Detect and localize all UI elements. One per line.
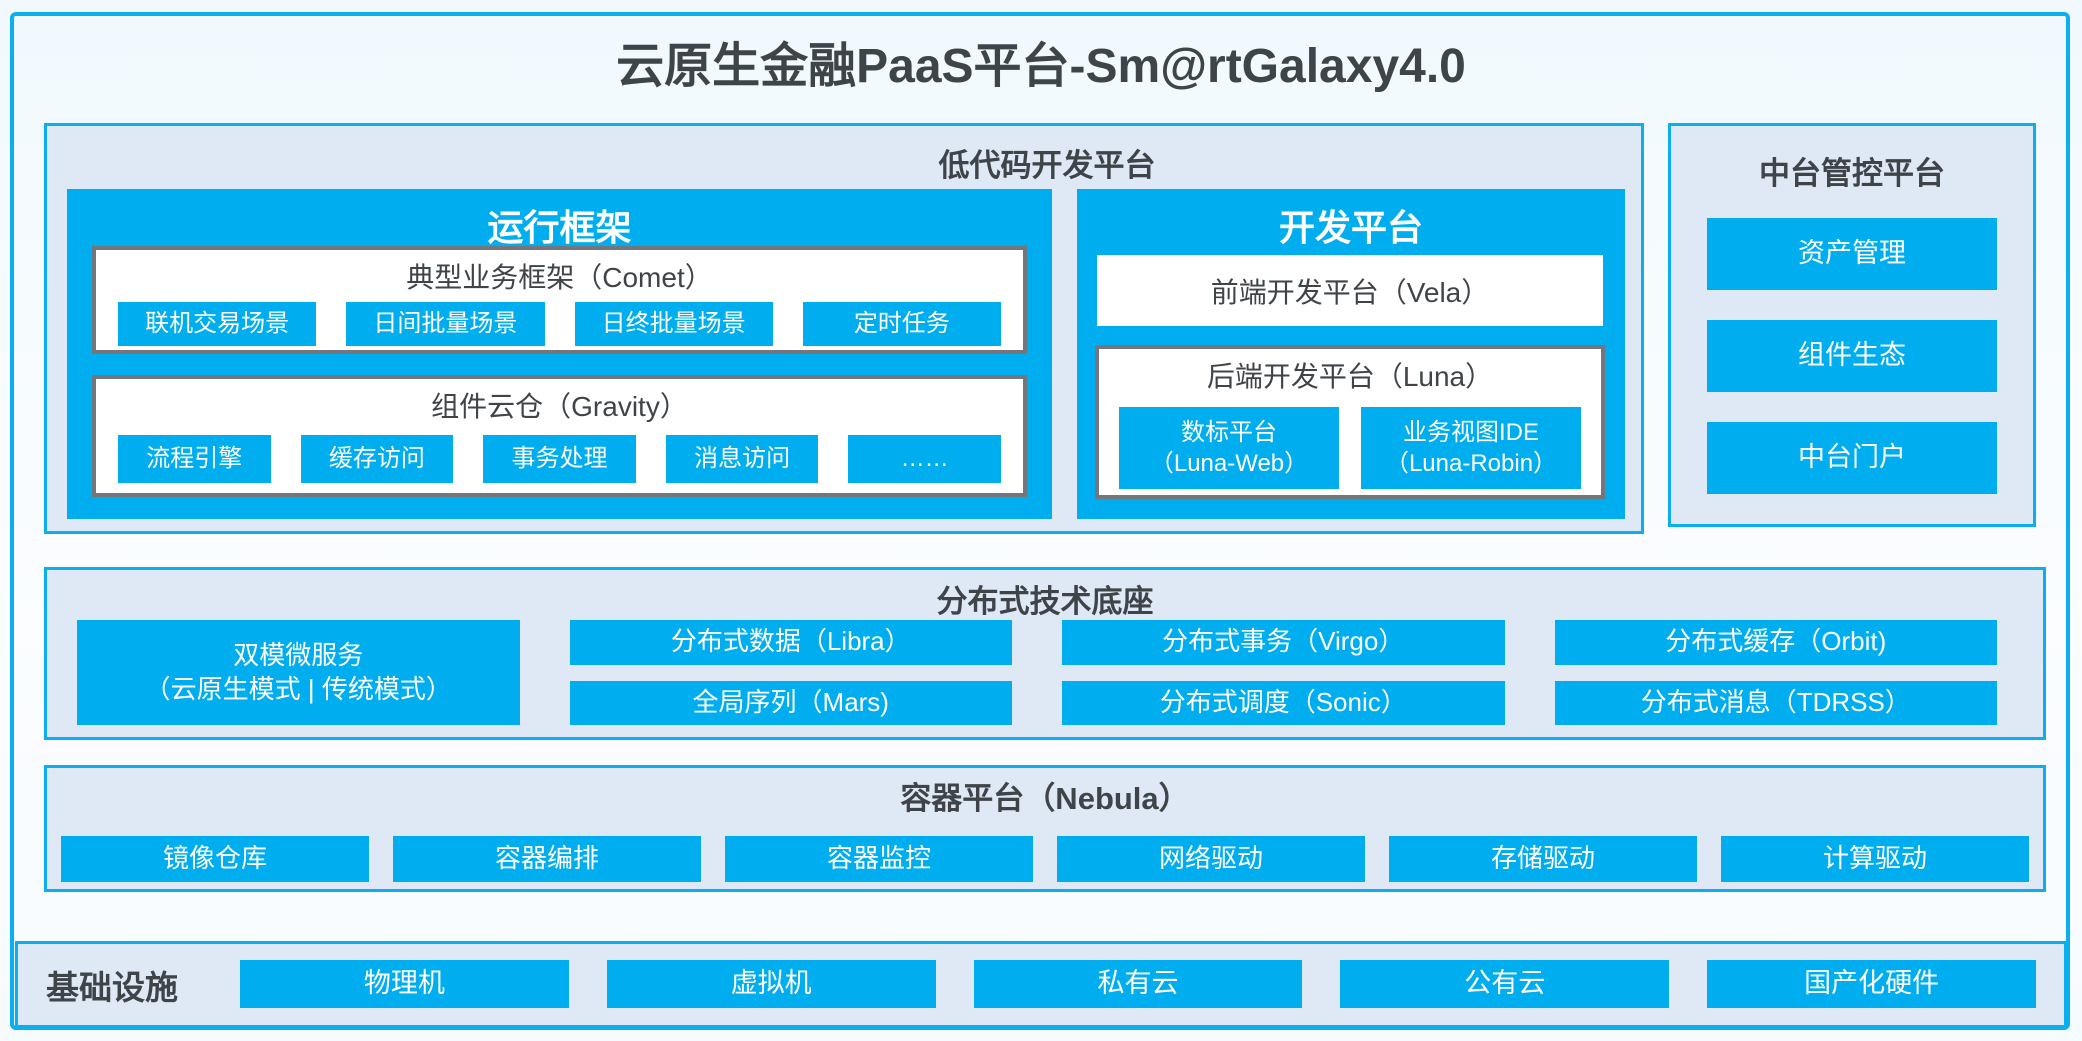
chip-luna-robin-line1: 业务视图IDE <box>1402 418 1539 446</box>
mid-platform-chip-column: 资产管理 组件生态 中台门户 <box>1707 218 1997 494</box>
chip-public-cloud: 公有云 <box>1340 960 1670 1008</box>
section-title-container-platform: 容器平台（Nebula） <box>900 781 1190 816</box>
chip-scheduled-task: 定时任务 <box>802 302 1001 346</box>
container-chip-row: 镜像仓库 容器编排 容器监控 网络驱动 存储驱动 计算驱动 <box>61 836 2029 882</box>
chip-compute-driver: 计算驱动 <box>1721 836 2029 882</box>
chip-ellipsis-more: …… <box>848 435 1001 483</box>
chip-distributed-scheduling-sonic: 分布式调度（Sonic） <box>1062 680 1505 725</box>
section-container-platform: 容器平台（Nebula） 镜像仓库 容器编排 容器监控 网络驱动 存储驱动 计算… <box>44 765 2046 892</box>
chip-online-transaction-scenario: 联机交易场景 <box>118 302 317 346</box>
section-title-mid-platform: 中台管控平台 <box>1759 156 1945 191</box>
section-mid-platform-control: 中台管控平台 资产管理 组件生态 中台门户 <box>1668 123 2036 527</box>
chip-transaction-processing: 事务处理 <box>483 435 636 483</box>
luna-chip-row: 数标平台 （Luna-Web） 业务视图IDE （Luna-Robin） <box>1119 407 1581 489</box>
group-title-gravity: 组件云仓（Gravity） <box>431 391 688 422</box>
section-distributed-base: 分布式技术底座 双模微服务 （云原生模式 | 传统模式） 分布式数据（Libra… <box>44 567 2046 740</box>
chip-eod-batch-scenario: 日终批量场景 <box>574 302 773 346</box>
chip-distributed-message-tdrss: 分布式消息（TDRSS） <box>1554 680 1997 725</box>
chip-cache-access: 缓存访问 <box>300 435 454 483</box>
panel-dev-platform: 开发平台 前端开发平台（Vela） 后端开发平台（Luna） 数标平台 （Lun… <box>1077 189 1625 519</box>
comet-chip-row: 联机交易场景 日间批量场景 日终批量场景 定时任务 <box>118 302 1001 346</box>
chip-mid-platform-portal: 中台门户 <box>1707 422 1997 494</box>
chip-private-cloud: 私有云 <box>973 960 1303 1008</box>
chip-global-sequence-mars: 全局序列（Mars) <box>569 680 1012 725</box>
panel-runtime-framework: 运行框架 典型业务框架（Comet） 联机交易场景 日间批量场景 日终批量场景 … <box>67 189 1052 519</box>
chip-dual-mode-microservices: 双模微服务 （云原生模式 | 传统模式） <box>77 620 520 725</box>
chip-luna-web-data-platform: 数标平台 （Luna-Web） <box>1119 407 1339 489</box>
chip-dual-mode-line2: （云原生模式 | 传统模式） <box>144 673 452 704</box>
distributed-col-3: 分布式事务（Virgo） 分布式调度（Sonic） <box>1062 620 1505 725</box>
chip-component-ecosystem: 组件生态 <box>1707 320 1997 392</box>
page-title: 云原生金融PaaS平台-Sm@rtGalaxy4.0 <box>616 40 1466 93</box>
chip-network-driver: 网络驱动 <box>1057 836 1365 882</box>
chip-luna-robin-line2: （Luna-Robin） <box>1384 450 1558 477</box>
distributed-col-2: 分布式数据（Libra） 全局序列（Mars) <box>569 620 1012 725</box>
group-comet-framework: 典型业务框架（Comet） 联机交易场景 日间批量场景 日终批量场景 定时任务 <box>92 246 1027 354</box>
section-title-low-code: 低代码开发平台 <box>938 148 1156 183</box>
gravity-chip-row: 流程引擎 缓存访问 事务处理 消息访问 …… <box>118 435 1001 483</box>
section-title-distributed: 分布式技术底座 <box>936 584 1154 619</box>
chip-luna-web-line2: （Luna-Web） <box>1149 450 1309 477</box>
group-title-comet: 典型业务框架（Comet） <box>406 262 713 293</box>
distributed-col-dual-mode: 双模微服务 （云原生模式 | 传统模式） <box>77 620 520 725</box>
distributed-grid: 双模微服务 （云原生模式 | 传统模式） 分布式数据（Libra） 全局序列（M… <box>77 620 1997 725</box>
chip-container-monitoring: 容器监控 <box>725 836 1033 882</box>
chip-luna-web-line1: 数标平台 <box>1181 418 1277 446</box>
section-low-code-platform: 低代码开发平台 运行框架 典型业务框架（Comet） 联机交易场景 日间批量场景… <box>44 123 1644 534</box>
infrastructure-label: 基础设施 <box>46 968 178 1006</box>
chip-virtual-machine: 虚拟机 <box>606 960 936 1008</box>
chip-physical-machine: 物理机 <box>240 960 569 1008</box>
chip-message-access: 消息访问 <box>665 435 819 483</box>
panel-title-dev: 开发平台 <box>1278 207 1423 248</box>
section-infrastructure: 基础设施 物理机 虚拟机 私有云 公有云 国产化硬件 <box>15 941 2067 1028</box>
chip-domestic-hardware: 国产化硬件 <box>1707 960 2036 1008</box>
chip-vela-frontend-platform: 前端开发平台（Vela） <box>1097 255 1603 326</box>
infrastructure-chip-row: 物理机 虚拟机 私有云 公有云 国产化硬件 <box>240 960 2036 1008</box>
group-title-luna: 后端开发平台（Luna） <box>1206 361 1494 392</box>
distributed-col-4: 分布式缓存（Orbit) 分布式消息（TDRSS） <box>1554 620 1997 725</box>
chip-container-orchestration: 容器编排 <box>393 836 701 882</box>
group-gravity-component-cloud: 组件云仓（Gravity） 流程引擎 缓存访问 事务处理 消息访问 …… <box>92 375 1027 497</box>
chip-distributed-cache-orbit: 分布式缓存（Orbit) <box>1554 620 1997 665</box>
chip-process-engine: 流程引擎 <box>118 435 271 483</box>
chip-image-registry: 镜像仓库 <box>61 836 369 882</box>
panel-title-runtime: 运行框架 <box>487 207 632 248</box>
chip-asset-management: 资产管理 <box>1707 218 1997 290</box>
chip-luna-robin-business-view-ide: 业务视图IDE （Luna-Robin） <box>1361 407 1581 489</box>
chip-dual-mode-line1: 双模微服务 <box>233 639 364 670</box>
chip-daytime-batch-scenario: 日间批量场景 <box>346 302 545 346</box>
chip-distributed-data-libra: 分布式数据（Libra） <box>569 620 1012 665</box>
chip-distributed-transaction-virgo: 分布式事务（Virgo） <box>1062 620 1505 665</box>
group-luna-backend-platform: 后端开发平台（Luna） 数标平台 （Luna-Web） 业务视图IDE （Lu… <box>1095 345 1605 499</box>
chip-storage-driver: 存储驱动 <box>1389 836 1697 882</box>
